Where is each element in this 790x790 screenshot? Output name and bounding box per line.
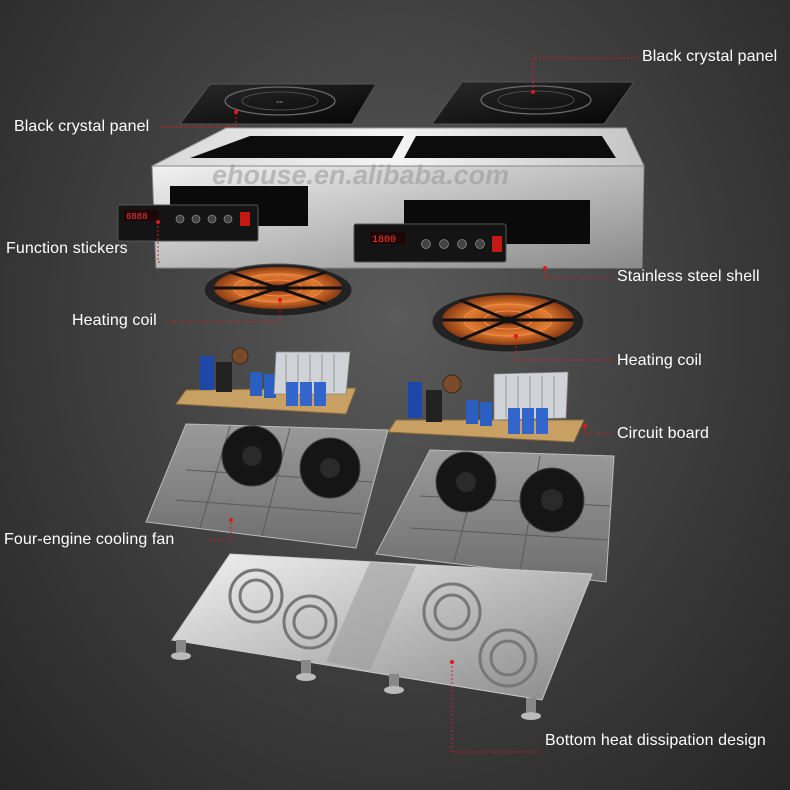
control-panel-left: 8888 bbox=[117, 204, 259, 242]
circuit-board-right bbox=[387, 371, 585, 443]
leader-dots bbox=[156, 90, 587, 664]
heating-coil-right bbox=[431, 291, 585, 353]
label-stainless-shell: Stainless steel shell bbox=[617, 268, 760, 285]
cooling-fan-tray-left bbox=[145, 423, 389, 549]
cooling-fan-tray-right bbox=[375, 449, 615, 583]
label-cooling-fan: Four-engine cooling fan bbox=[4, 531, 175, 548]
svg-text:8888: 8888 bbox=[126, 212, 148, 222]
label-function-stickers: Function stickers bbox=[6, 240, 128, 257]
label-bottom-design: Bottom heat dissipation design bbox=[545, 732, 766, 749]
label-heating-coil-left: Heating coil bbox=[72, 312, 157, 329]
watermark: ehouse.en.alibaba.com bbox=[212, 160, 510, 190]
label-circuit-board: Circuit board bbox=[617, 425, 710, 442]
crystal-panel-left: == bbox=[179, 83, 377, 125]
svg-text:==: == bbox=[276, 100, 284, 106]
crystal-panel-right bbox=[431, 81, 635, 125]
control-panel-right: 1800 bbox=[353, 223, 507, 263]
label-heating-coil-right: Heating coil bbox=[617, 352, 702, 369]
leader-lines bbox=[157, 57, 637, 753]
circuit-board-left bbox=[175, 347, 357, 415]
power-display-readout: 1800 bbox=[372, 235, 396, 246]
bottom-plate bbox=[171, 553, 593, 720]
label-crystal-panel-left: Black crystal panel bbox=[14, 118, 150, 135]
label-crystal-panel-right: Black crystal panel bbox=[642, 48, 778, 65]
heating-coil-left bbox=[203, 263, 353, 317]
